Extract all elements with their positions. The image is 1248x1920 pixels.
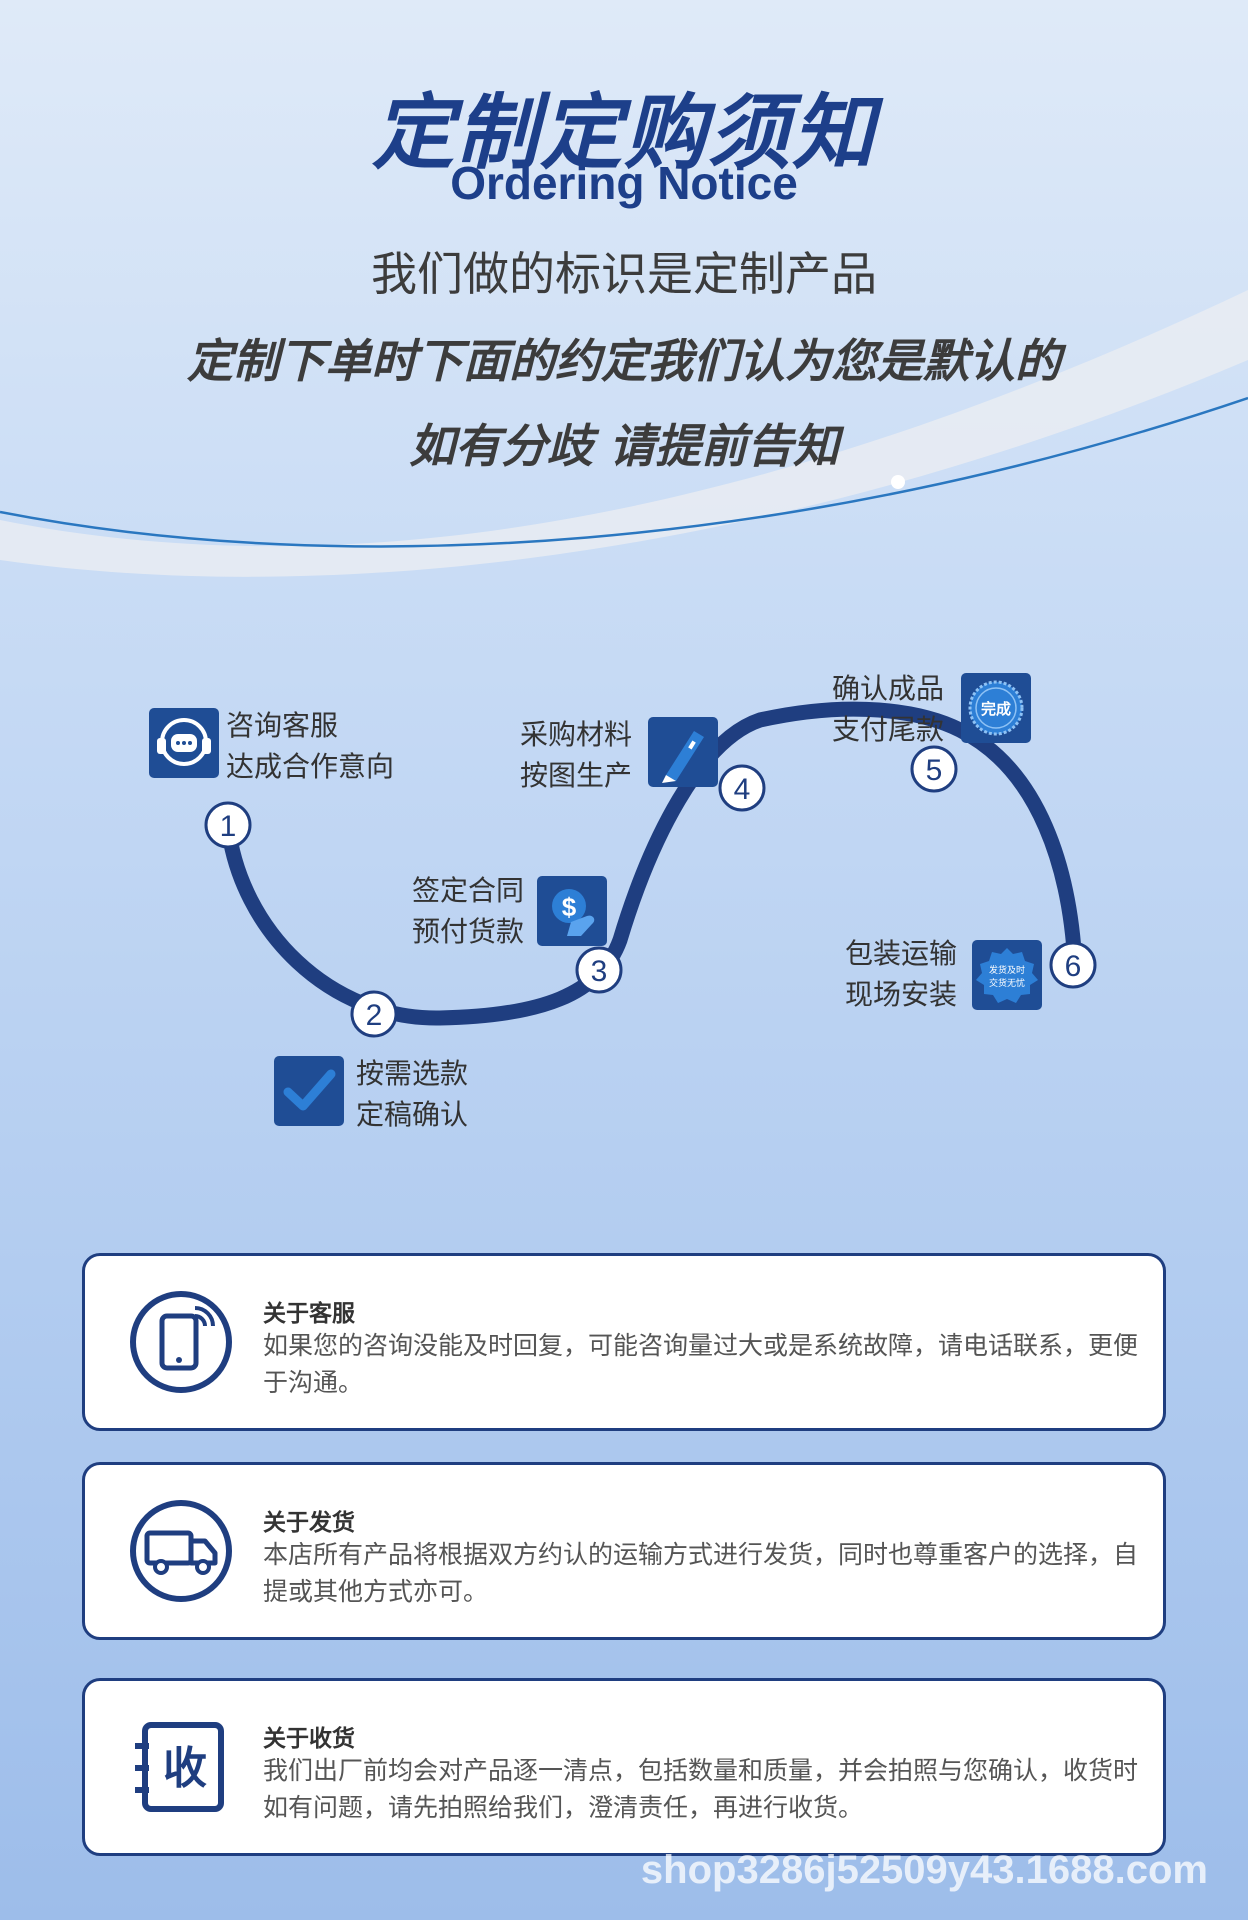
step-4-text: 采购材料 按图生产 — [520, 714, 632, 796]
step-3-line2: 预付货款 — [412, 915, 525, 948]
step-5-line1: 确认成品 — [832, 672, 945, 705]
card-title: 关于客服 — [263, 1301, 355, 1327]
card-body: 本店所有产品将根据双方约认的运输方式进行发货，同时也尊重客户的选择，自提或其他方… — [263, 1540, 1139, 1606]
headset-chat-icon — [149, 708, 219, 778]
process-path: 1 2 3 4 5 6 — [204, 701, 1097, 1038]
step-3-line1: 签定合同 — [412, 874, 525, 907]
step-1-line1: 咨询客服 — [226, 709, 339, 742]
svg-text:收: 收 — [163, 1743, 207, 1794]
step-marker-3: 3 — [575, 946, 623, 994]
step-4-line1: 采购材料 — [520, 718, 633, 751]
watermark: shop3286j52509y43.1688.com — [640, 1848, 1208, 1892]
step-marker-5: 5 — [910, 745, 958, 793]
step-3-text: 签定合同 预付货款 — [412, 870, 524, 952]
intro-line-2: 定制下单时下面的约定我们认为您是默认的 — [187, 334, 1061, 388]
svg-text:5: 5 — [926, 754, 943, 787]
svg-text:2: 2 — [366, 999, 383, 1032]
truck-icon — [129, 1499, 233, 1603]
card-body: 如果您的咨询没能及时回复，可能咨询量过大或是系统故障，请电话联系，更便于沟通。 — [263, 1331, 1139, 1397]
phone-icon — [129, 1290, 233, 1394]
intro-line-1: 我们做的标识是定制产品 — [371, 247, 877, 301]
intro-line-3: 如有分歧 请提前告知 — [408, 419, 839, 473]
checkmark-icon — [274, 1056, 344, 1126]
step-5-line2: 支付尾款 — [832, 713, 945, 746]
page-title: 定制定购须知 — [372, 86, 876, 181]
step-6-line1: 包装运输 — [845, 937, 958, 970]
svg-text:1: 1 — [220, 810, 237, 843]
delivery-stamp-icon: 发货及时 交货无忧 — [972, 940, 1042, 1010]
step-6-text: 包装运输 现场安装 — [845, 933, 957, 1015]
svg-text:发货及时: 发货及时 — [989, 964, 1025, 976]
info-card-shipping: 关于发货 本店所有产品将根据双方约认的运输方式进行发货，同时也尊重客户的选择，自… — [82, 1462, 1166, 1640]
receive-icon: 收 — [129, 1715, 233, 1819]
card-title: 关于收货 — [263, 1726, 355, 1752]
svg-text:$: $ — [562, 892, 577, 922]
svg-text:3: 3 — [591, 955, 608, 988]
step-6-line2: 现场安装 — [845, 978, 958, 1011]
card-title: 关于发货 — [263, 1510, 355, 1536]
step-marker-6: 6 — [1049, 941, 1097, 989]
step-4-line2: 按图生产 — [520, 759, 633, 792]
svg-text:6: 6 — [1065, 950, 1082, 983]
svg-text:4: 4 — [734, 773, 751, 806]
svg-text:交货无忧: 交货无忧 — [989, 977, 1025, 989]
step-2-line1: 按需选款 — [356, 1057, 469, 1090]
step-1-text: 咨询客服 达成合作意向 — [226, 705, 394, 787]
step-5-text: 确认成品 支付尾款 — [832, 668, 944, 750]
card-body: 我们出厂前均会对产品逐一清点，包括数量和质量，并会拍照与您确认，收货时如有问题，… — [263, 1756, 1139, 1822]
step-2-text: 按需选款 定稿确认 — [356, 1053, 468, 1135]
svg-text:完成: 完成 — [981, 700, 1011, 718]
step-marker-2: 2 — [350, 990, 398, 1038]
info-card-receiving: 收 关于收货 我们出厂前均会对产品逐一清点，包括数量和质量，并会拍照与您确认，收… — [82, 1678, 1166, 1856]
step-2-line2: 定稿确认 — [356, 1098, 469, 1131]
step-marker-1: 1 — [204, 801, 252, 849]
step-1-line2: 达成合作意向 — [226, 750, 395, 783]
decorative-swoosh — [0, 290, 1248, 577]
page-subtitle-en: Ordering Notice — [450, 157, 798, 209]
step-marker-4: 4 — [718, 764, 766, 812]
info-card-customer-service: 关于客服 如果您的咨询没能及时回复，可能咨询量过大或是系统故障，请电话联系，更便… — [82, 1253, 1166, 1431]
dollar-hand-icon: $ — [537, 876, 607, 946]
complete-stamp-icon: 完成 — [961, 673, 1031, 743]
cutter-icon — [648, 717, 718, 787]
